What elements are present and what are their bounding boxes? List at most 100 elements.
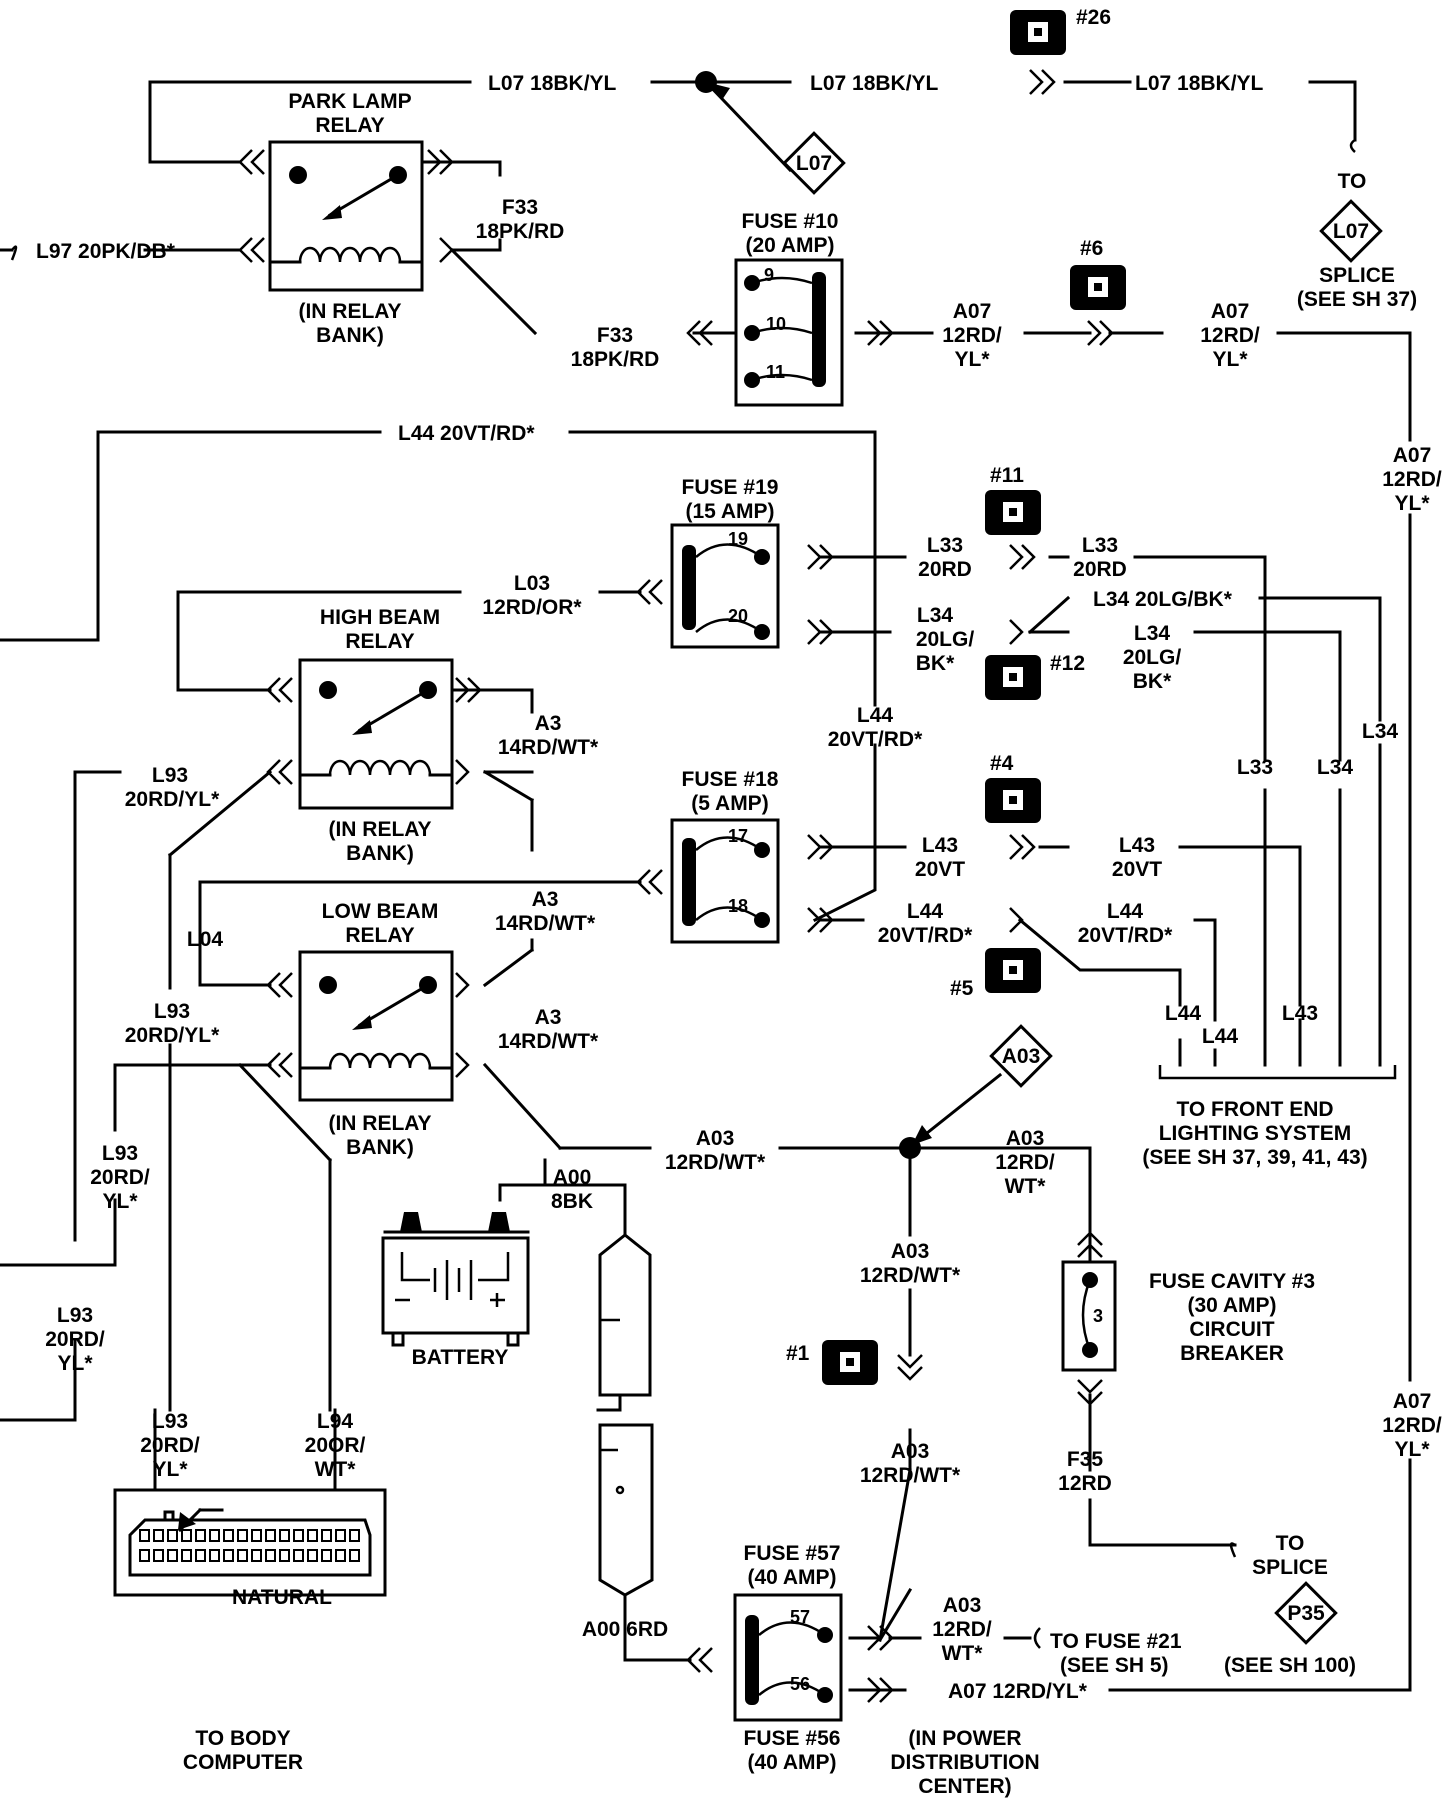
wire-a03-b3: WT* [1005,1175,1047,1198]
low-relay-title1: LOW BEAM [322,900,439,923]
wire-l04: L04 [187,928,224,951]
wire-a07-d1: A07 [1393,1390,1432,1413]
park-relay-loc2: BANK) [316,324,384,347]
connector-pin [321,1529,332,1542]
wire-a03-e2: 12RD/ [932,1618,992,1641]
wire-a3-a2: 14RD/WT* [498,736,599,759]
wire-a07-a3: YL* [954,348,990,371]
wire-a07-d3: YL* [1394,1438,1430,1461]
wire-l93-a1: L93 [152,764,188,787]
wire-l93-c2: 20RD/ [90,1166,150,1189]
fuse-10 [734,258,844,407]
wire-l03-2: 12RD/OR* [482,596,582,619]
connector-pin [307,1549,318,1562]
cavity-breaker: BREAKER [1180,1342,1284,1365]
connector-label-5: #5 [950,977,974,1000]
fuse18-pin18: 18 [728,896,748,916]
splice-label-2: SPLICE [1252,1556,1328,1579]
wire-l94-2: 20OR/ [305,1434,366,1457]
wire-l34-a3: BK* [916,652,955,675]
wire-l44-a1: L44 [907,900,944,923]
natural-label: NATURAL [232,1586,332,1609]
pdc-3: CENTER) [918,1775,1011,1798]
wire-a07-b3: YL* [1212,348,1248,371]
pdc-2: DISTRIBUTION [890,1751,1039,1774]
connector-pin [349,1549,360,1562]
front-end-3: (SEE SH 37, 39, 41, 43) [1142,1146,1367,1169]
wire-l93-a2: 20RD/YL* [125,788,220,811]
cavity-pin: 3 [1093,1306,1103,1326]
wire-a00-2: 8BK [551,1190,593,1213]
high-relay-loc1: (IN RELAY [328,818,431,841]
front-end-1: TO FRONT END [1176,1098,1333,1121]
connector-pin [181,1549,192,1562]
bus-l44a: L44 [1165,1002,1202,1025]
arrowhead-a03 [912,1125,932,1145]
fuse-57-56 [733,1593,843,1722]
connector-label-26: #26 [1076,6,1111,29]
wire-l93-b2: 20RD/YL* [125,1024,220,1047]
connector-pin [265,1529,276,1542]
wire-l93-d1: L93 [57,1304,93,1327]
fuse10-amp: (20 AMP) [745,234,834,257]
wire-a07-a1: A07 [953,300,992,323]
body-computer-1: TO BODY [195,1727,290,1750]
connector-pin [209,1549,220,1562]
cavity-circuit: CIRCUIT [1189,1318,1274,1341]
wire-a3-b1: A3 [532,888,559,911]
wire-l07-a: L07 18BK/YL [488,72,617,95]
wire-l93-c3: YL* [102,1190,138,1213]
connector-pin [307,1529,318,1542]
fuse-cavity-3 [1061,1260,1117,1372]
pdc-1: (IN POWER [908,1727,1021,1750]
connector-pin [167,1549,178,1562]
to-label: TO [1338,170,1367,193]
connector-pin [293,1529,304,1542]
connector-pin [237,1549,248,1562]
wire-l44-b1: L44 [1107,900,1144,923]
connector-pin [209,1529,220,1542]
connector-icon-26 [1010,10,1066,55]
fuse19-title: FUSE #19 [682,476,779,499]
wire-a03-b1: A03 [1006,1127,1045,1150]
wire-f33-b2: 18PK/RD [571,348,660,371]
fuse18-amp: (5 AMP) [691,792,768,815]
fuse57-title: FUSE #57 [744,1542,841,1565]
wire-l43-a2: 20VT [915,858,965,881]
low-beam-relay [298,950,454,1102]
wire-l33-a2: 20RD [918,558,972,581]
wire-l33-b1: L33 [1082,534,1118,557]
wire-l97: L97 20PK/DB* [36,240,176,263]
park-relay-title2: RELAY [315,114,384,137]
cavity-amp: (30 AMP) [1187,1294,1276,1317]
connector-label-12: #12 [1050,652,1085,675]
connector-pin [265,1549,276,1562]
wire-l33-a1: L33 [927,534,963,557]
wire-l44-top: L44 20VT/RD* [398,422,535,445]
fuse18-pin17: 17 [728,826,748,846]
splice-diamonds [782,131,1383,1645]
bus-l44b: L44 [1202,1025,1239,1048]
arrowhead-l07 [706,82,730,100]
connector-pin [153,1529,164,1542]
connector-pin [335,1549,346,1562]
connector-label-11: #11 [990,464,1024,487]
splice-l07-label-2: L07 [1333,220,1369,243]
fuse18-title: FUSE #18 [682,768,779,791]
wire-l93-e2: 20RD/ [140,1434,200,1457]
wire-l43-a1: L43 [922,834,958,857]
wire-a03-d1: A03 [891,1440,930,1463]
high-beam-relay [298,658,454,810]
fuse19-amp: (15 AMP) [685,500,774,523]
battery-cable [596,1233,654,1642]
high-relay-loc2: BANK) [346,842,414,865]
wire-f33-a1: F33 [502,196,538,219]
connector-pin [251,1549,262,1562]
fuse10-pin11: 11 [766,362,785,382]
connector-pins [139,1529,360,1562]
wire-l33-b2: 20RD [1073,558,1127,581]
park-relay-title1: PARK LAMP [288,90,411,113]
wire-a03-c1: A03 [891,1240,930,1263]
wire-l93-e1: L93 [152,1410,188,1433]
connector-pin [279,1549,290,1562]
